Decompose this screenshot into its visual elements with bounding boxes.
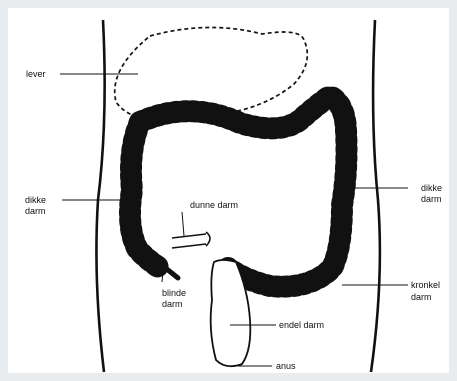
label-kronkel-darm-line1: kronkel xyxy=(411,280,440,290)
small-intestine xyxy=(172,232,210,248)
body-outline-left xyxy=(96,20,104,372)
colon xyxy=(130,96,347,287)
label-kronkel-darm-line2: darm xyxy=(411,292,432,302)
label-dikke-darm-right-line1: dikke xyxy=(421,183,442,193)
label-anus: anus xyxy=(276,361,296,371)
label-dunne-darm: dunne darm xyxy=(190,200,238,210)
label-lever: lever xyxy=(26,69,46,79)
label-dikke-darm-right-line2: darm xyxy=(421,194,442,204)
label-endel-darm: endel darm xyxy=(279,320,324,330)
label-blinde-darm-line2: darm xyxy=(162,299,183,309)
label-dikke-darm-left-line2: darm xyxy=(25,206,46,216)
leader-dunne-darm xyxy=(182,212,184,236)
label-dikke-darm-left-line1: dikke xyxy=(25,195,46,205)
label-blinde-darm-line1: blinde xyxy=(162,288,186,298)
body-outline-right xyxy=(371,20,380,372)
